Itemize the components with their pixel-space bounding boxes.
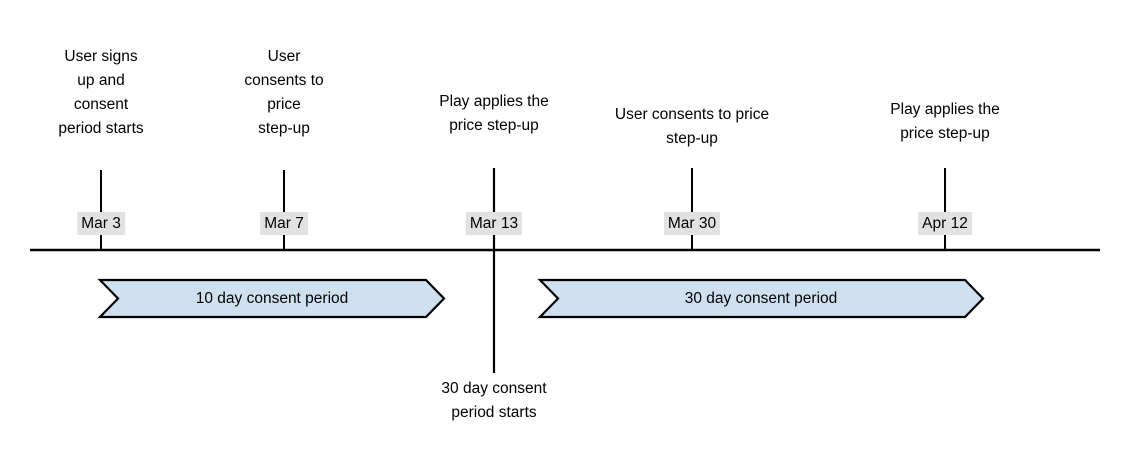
date-chip-mar-3: Mar 3 [77, 212, 125, 235]
event-caption-mar-7: User consents to price step-up [244, 48, 324, 137]
date-chip-mar-7: Mar 7 [260, 212, 308, 235]
consent-banner-10-day-label: 10 day consent period [195, 290, 349, 307]
date-chip-mar-30: Mar 30 [663, 212, 721, 235]
event-caption-mar-30: User consents to price step-up [614, 106, 770, 147]
event-caption-mar-3: User signs up and consent period starts [58, 48, 144, 137]
consent-banner-30-day-shape [537, 278, 985, 319]
date-chip-mar-13: Mar 13 [465, 212, 523, 235]
event-caption-apr-12: Play applies the price step-up [890, 101, 1000, 142]
event-caption-mar-13-below: 30 day consent period starts [441, 380, 547, 421]
consent-banner-10-day-shape [97, 278, 446, 319]
date-chip-apr-12: Apr 12 [918, 212, 972, 235]
event-caption-mar-13: Play applies the price step-up [439, 93, 549, 134]
consent-banner-30-day-label: 30 day consent period [684, 290, 838, 307]
